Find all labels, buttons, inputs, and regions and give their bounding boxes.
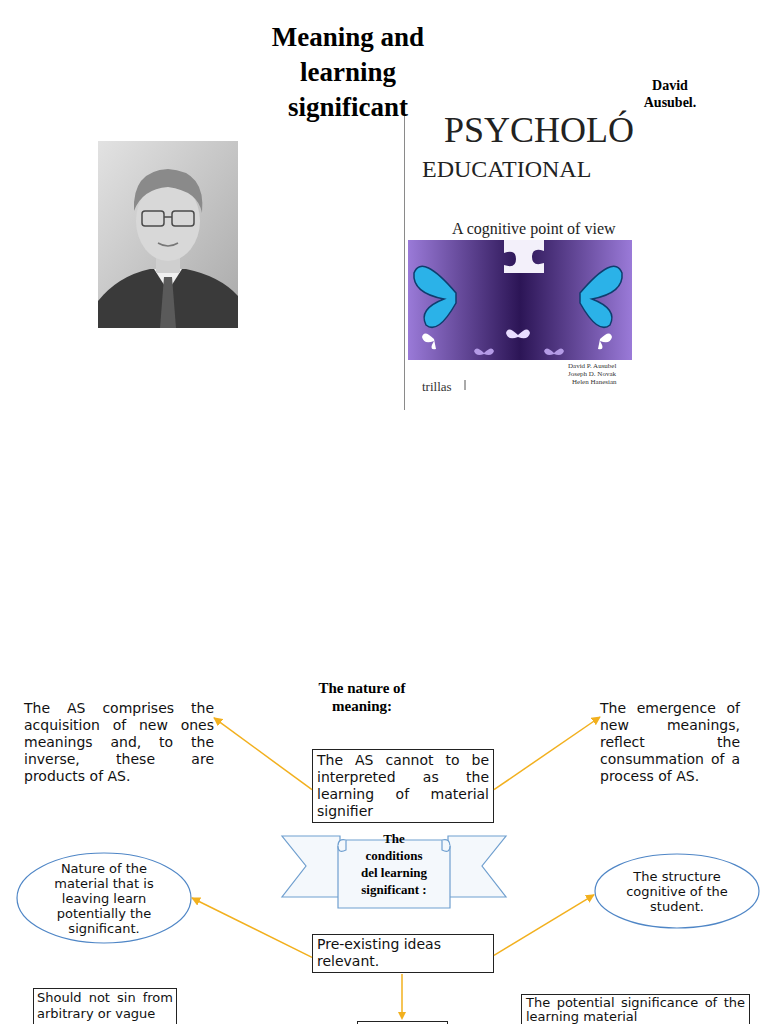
portrait-photo <box>98 141 238 328</box>
ribbon-curl <box>442 840 450 851</box>
node-text: The emergence of new meanings, reflect t… <box>600 700 740 785</box>
book-author: Joseph D. Novak <box>568 370 616 378</box>
butterfly-right <box>580 266 622 327</box>
node-text: Nature of the material that is leaving l… <box>38 861 170 936</box>
note-text: The AS comprises the acquisition of new … <box>24 700 214 785</box>
book-author: Helen Hanesian <box>572 378 617 386</box>
butterfly-small <box>474 348 494 355</box>
process-box: The AS cannot to be interpreted as the l… <box>312 749 494 823</box>
glasses-left <box>142 211 164 226</box>
arrow-connector <box>192 898 312 957</box>
glasses-right <box>172 211 194 226</box>
leader-arrowhead <box>398 1012 406 1020</box>
butterfly-small <box>422 333 436 349</box>
node-text: The AS comprises the acquisition of new … <box>24 700 214 785</box>
suit <box>98 269 238 328</box>
section-heading: The nature of meaning: <box>298 679 426 715</box>
butterfly-small <box>544 348 564 355</box>
condition-ellipse: Nature of the material that is leaving l… <box>16 852 192 944</box>
arrow-connector <box>494 895 594 956</box>
ellipse-outline <box>17 853 191 943</box>
note-text: The emergence of new meanings, reflect t… <box>600 700 740 785</box>
butterfly-left <box>414 266 456 327</box>
node-text: The conditions del learning significant … <box>357 830 431 898</box>
book-subtitle: A cognitive point of view <box>452 219 616 239</box>
cover-band <box>408 240 632 360</box>
ellipse-outline <box>595 854 759 928</box>
cover-edge <box>404 103 405 410</box>
butterfly-small <box>506 329 530 338</box>
mouth <box>158 243 178 246</box>
ribbon-curl <box>338 840 346 851</box>
ribbon-banner: The conditions del learning significant … <box>282 828 506 910</box>
publisher-name: trillas <box>422 379 452 394</box>
tie <box>160 277 176 328</box>
node-text: Should not sin from arbitrary or vague <box>37 990 173 1022</box>
butterfly-small <box>598 333 612 349</box>
leader-line <box>401 974 403 1013</box>
page-title: Meaning and learning significant <box>248 20 448 125</box>
book-title: EDUCATIONAL <box>422 155 591 183</box>
arrow-connector <box>494 717 600 790</box>
puzzle-piece <box>504 240 544 273</box>
publisher-rule <box>465 380 466 390</box>
process-box: Should not sin from arbitrary or vague <box>33 988 177 1024</box>
photo-background <box>98 141 238 328</box>
offpage-box <box>358 1022 448 1024</box>
glasses-bridge <box>164 216 172 218</box>
book-title: PSYCHOLÓ <box>444 110 634 150</box>
hair <box>134 169 202 213</box>
author-name: David Ausubel. <box>628 77 712 111</box>
condition-ellipse: The structure cognitive of the student. <box>594 853 760 929</box>
book-author: David P. Ausubel <box>568 362 616 370</box>
ribbon-tail <box>448 836 506 897</box>
node-text: The structure cognitive of the student. <box>616 869 738 914</box>
node-text: Pre-existing ideas relevant. <box>317 936 489 970</box>
ribbon-tail <box>282 836 340 897</box>
process-box: The potential significance of the learni… <box>521 994 750 1024</box>
arrow-connector <box>214 718 312 790</box>
process-box: Pre-existing ideas relevant. <box>312 934 494 973</box>
node-text: The potential significance of the learni… <box>526 996 745 1024</box>
node-text: The AS cannot to be interpreted as the l… <box>317 752 489 820</box>
